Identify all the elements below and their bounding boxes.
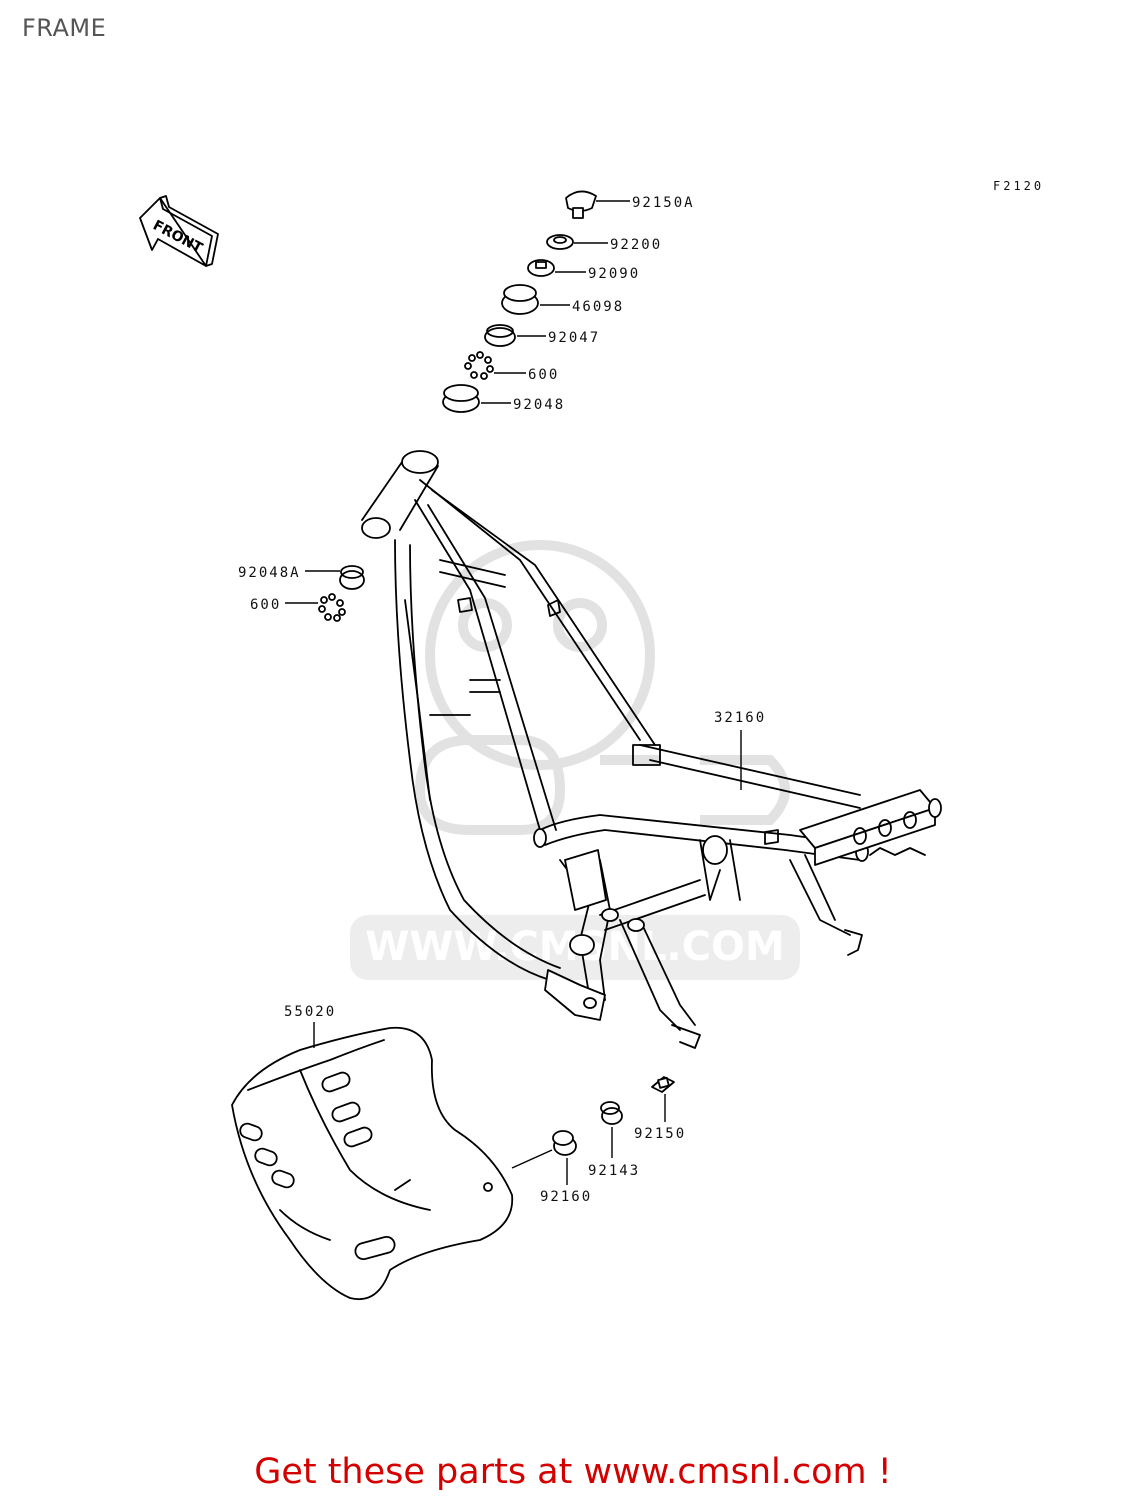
part-92143-collar bbox=[600, 1101, 623, 1125]
part-92048A-cup bbox=[339, 565, 365, 590]
label-92143: 92143 bbox=[588, 1163, 640, 1179]
get-parts-link[interactable]: Get these parts at www.cmsnl.com ! bbox=[254, 1452, 892, 1492]
label-55020: 55020 bbox=[284, 1004, 336, 1020]
parts-diagram: WWW.CMSNL.COM FRONT F2120 92150A 92200 9… bbox=[139, 179, 1044, 1300]
part-600-ball-bearings-left bbox=[318, 593, 346, 622]
label-600-top: 600 bbox=[528, 367, 559, 383]
label-92048A: 92048A bbox=[238, 565, 301, 581]
part-32160-frame bbox=[361, 450, 942, 1049]
part-46098-bushing bbox=[501, 284, 539, 315]
part-92150A-bolt bbox=[565, 190, 597, 219]
label-92160: 92160 bbox=[540, 1189, 592, 1205]
label-92150A: 92150A bbox=[632, 195, 695, 211]
watermark-logo: WWW.CMSNL.COM bbox=[350, 540, 800, 980]
label-92150: 92150 bbox=[634, 1126, 686, 1142]
label-600-left: 600 bbox=[250, 597, 281, 613]
part-92200-washer bbox=[546, 234, 574, 250]
part-92047-bearing-race bbox=[484, 324, 516, 347]
part-600-ball-bearings-top bbox=[464, 351, 494, 380]
part-92048-cup bbox=[442, 384, 480, 413]
label-46098: 46098 bbox=[572, 299, 624, 315]
label-92047: 92047 bbox=[548, 330, 600, 346]
part-92090-nut bbox=[527, 259, 555, 277]
figure-code: F2120 bbox=[993, 179, 1044, 193]
label-32160: 32160 bbox=[714, 710, 766, 726]
part-92160-damper bbox=[552, 1130, 577, 1156]
part-55020-skid-plate bbox=[231, 1026, 514, 1300]
label-92200: 92200 bbox=[610, 237, 662, 253]
page-title: FRAME bbox=[22, 14, 107, 42]
front-arrow-icon: FRONT bbox=[139, 195, 219, 267]
label-92048: 92048 bbox=[513, 397, 565, 413]
label-92090: 92090 bbox=[588, 266, 640, 282]
part-92150-bolt bbox=[651, 1076, 675, 1093]
